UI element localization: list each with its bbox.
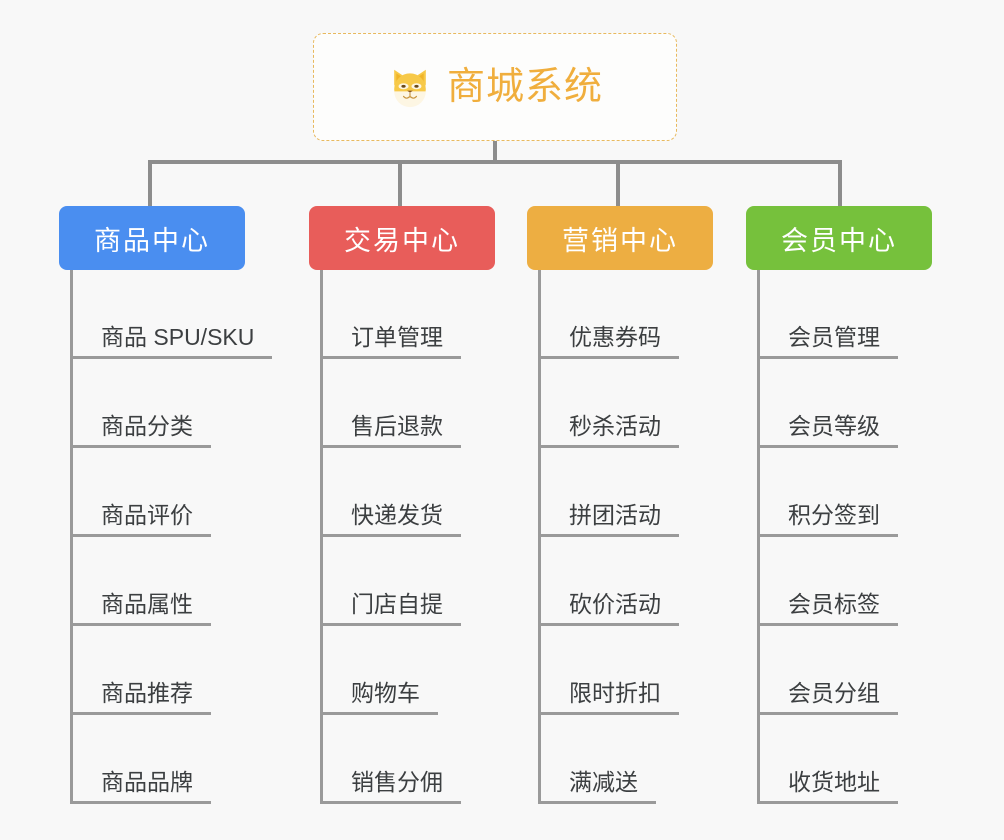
leaf-label: 商品分类 — [73, 414, 211, 448]
leaf-list-goods: 商品 SPU/SKU 商品分类 商品评价 商品属性 商品推荐 商品品牌 — [70, 270, 291, 804]
leaf-item[interactable]: 商品属性 — [73, 537, 291, 626]
leaf-item[interactable]: 会员管理 — [760, 270, 978, 359]
branch-header-trade[interactable]: 交易中心 — [309, 206, 495, 270]
leaf-label: 满减送 — [541, 770, 656, 804]
leaf-item[interactable]: 拼团活动 — [541, 448, 759, 537]
leaf-label: 销售分佣 — [323, 770, 461, 804]
branch-header-label: 商品中心 — [94, 225, 210, 256]
leaf-label: 售后退款 — [323, 414, 461, 448]
leaf-label: 会员分组 — [760, 681, 898, 715]
leaf-item[interactable]: 销售分佣 — [323, 715, 541, 804]
leaf-label: 限时折扣 — [541, 681, 679, 715]
shiba-dog-icon — [394, 69, 426, 108]
root-title: 商城系统 — [446, 66, 603, 108]
leaf-list-marketing: 优惠券码 秒杀活动 拼团活动 砍价活动 限时折扣 满减送 — [538, 270, 759, 804]
leaf-item[interactable]: 快递发货 — [323, 448, 541, 537]
leaf-item[interactable]: 商品分类 — [73, 359, 291, 448]
leaf-item[interactable]: 积分签到 — [760, 448, 978, 537]
leaf-label: 收货地址 — [760, 770, 898, 804]
branch-header-marketing[interactable]: 营销中心 — [527, 206, 713, 270]
leaf-label: 商品属性 — [73, 592, 211, 626]
leaf-item[interactable]: 会员标签 — [760, 537, 978, 626]
branch-header-member[interactable]: 会员中心 — [746, 206, 932, 270]
leaf-label: 会员标签 — [760, 592, 898, 626]
leaf-label: 优惠券码 — [541, 325, 679, 359]
leaf-label: 拼团活动 — [541, 503, 679, 537]
leaf-label: 订单管理 — [323, 325, 461, 359]
leaf-label: 秒杀活动 — [541, 414, 679, 448]
leaf-item[interactable]: 限时折扣 — [541, 626, 759, 715]
leaf-item[interactable]: 会员分组 — [760, 626, 978, 715]
branch-column-member: 会员中心 会员管理 会员等级 积分签到 会员标签 会员分组 收货地址 — [746, 206, 978, 804]
branch-column-goods: 商品中心 商品 SPU/SKU 商品分类 商品评价 商品属性 商品推荐 商品品牌 — [59, 206, 291, 804]
leaf-item[interactable]: 满减送 — [541, 715, 759, 804]
connector-horizontal-bus — [148, 160, 842, 164]
leaf-list-trade: 订单管理 售后退款 快递发货 门店自提 购物车 销售分佣 — [320, 270, 541, 804]
leaf-item[interactable]: 秒杀活动 — [541, 359, 759, 448]
leaf-label: 商品品牌 — [73, 770, 211, 804]
connector-root-stem — [493, 141, 497, 163]
connector-drop-member — [838, 160, 842, 208]
connector-drop-marketing — [616, 160, 620, 208]
root-node[interactable]: 商城系统 — [313, 33, 677, 141]
leaf-item[interactable]: 商品评价 — [73, 448, 291, 537]
leaf-item[interactable]: 优惠券码 — [541, 270, 759, 359]
leaf-label: 会员等级 — [760, 414, 898, 448]
connector-drop-goods — [148, 160, 152, 208]
leaf-item[interactable]: 商品品牌 — [73, 715, 291, 804]
branch-column-marketing: 营销中心 优惠券码 秒杀活动 拼团活动 砍价活动 限时折扣 满减送 — [527, 206, 759, 804]
leaf-item[interactable]: 收货地址 — [760, 715, 978, 804]
branch-column-trade: 交易中心 订单管理 售后退款 快递发货 门店自提 购物车 销售分佣 — [309, 206, 541, 804]
branch-header-label: 营销中心 — [562, 225, 678, 256]
connector-drop-trade — [398, 160, 402, 208]
branch-header-goods[interactable]: 商品中心 — [59, 206, 245, 270]
leaf-label: 会员管理 — [760, 325, 898, 359]
branch-header-label: 交易中心 — [344, 225, 460, 256]
leaf-list-member: 会员管理 会员等级 积分签到 会员标签 会员分组 收货地址 — [757, 270, 978, 804]
branch-header-label: 会员中心 — [781, 225, 897, 256]
leaf-item[interactable]: 门店自提 — [323, 537, 541, 626]
leaf-label: 砍价活动 — [541, 592, 679, 626]
leaf-label: 商品推荐 — [73, 681, 211, 715]
leaf-item[interactable]: 砍价活动 — [541, 537, 759, 626]
leaf-item[interactable]: 购物车 — [323, 626, 541, 715]
leaf-label: 商品评价 — [73, 503, 211, 537]
leaf-item[interactable]: 售后退款 — [323, 359, 541, 448]
leaf-label: 商品 SPU/SKU — [73, 325, 273, 359]
leaf-label: 门店自提 — [323, 592, 461, 626]
leaf-item[interactable]: 商品 SPU/SKU — [73, 270, 291, 359]
leaf-label: 快递发货 — [323, 503, 461, 537]
leaf-label: 购物车 — [323, 681, 438, 715]
leaf-label: 积分签到 — [760, 503, 898, 537]
leaf-item[interactable]: 订单管理 — [323, 270, 541, 359]
leaf-item[interactable]: 会员等级 — [760, 359, 978, 448]
leaf-item[interactable]: 商品推荐 — [73, 626, 291, 715]
